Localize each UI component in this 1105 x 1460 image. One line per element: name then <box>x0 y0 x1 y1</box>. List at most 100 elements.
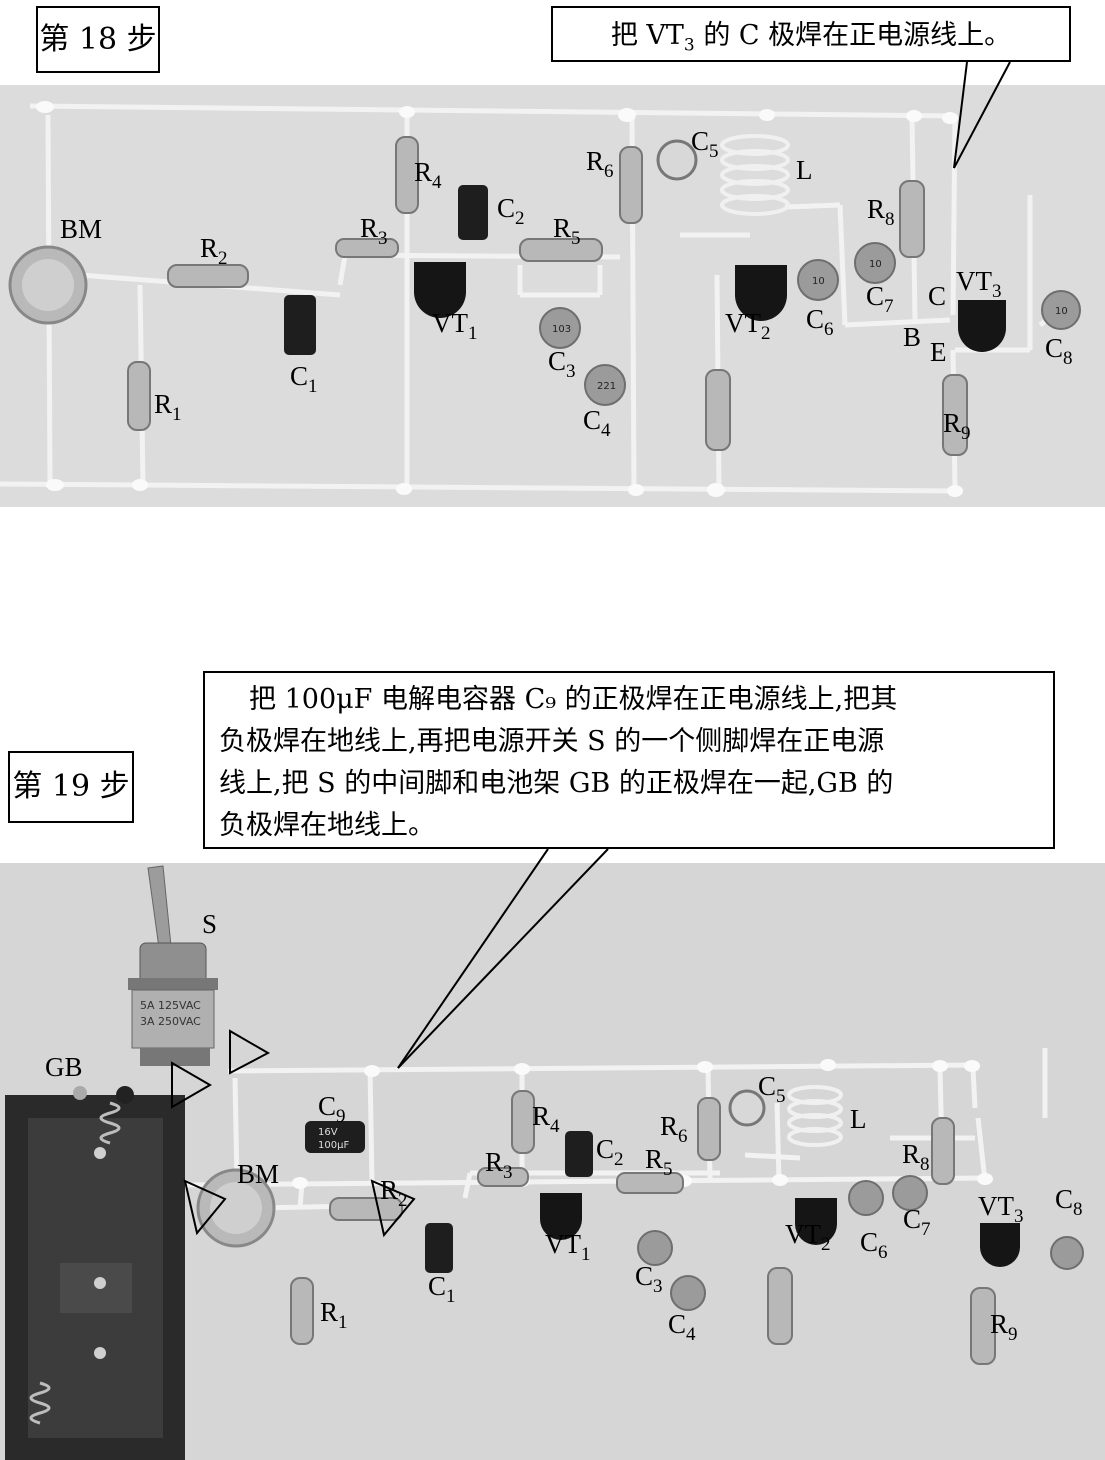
transistors <box>540 1193 1020 1267</box>
resistors <box>127 136 968 456</box>
svg-text:R9: R9 <box>943 408 971 444</box>
svg-text:R5: R5 <box>553 213 581 249</box>
label-c5: C <box>758 1071 776 1101</box>
label-vt1: VT <box>545 1229 581 1259</box>
label-bm: BM <box>237 1159 279 1189</box>
svg-text:C1: C1 <box>428 1271 456 1307</box>
step19-instruction-box: 把 100μF 电解电容器 C₉ 的正极焊在正电源线上,把其 负极焊在地线上,再… <box>203 671 1055 849</box>
svg-text:C9: C9 <box>318 1091 346 1127</box>
label-vt1: VT <box>432 308 468 338</box>
c6-code: 10 <box>812 276 825 287</box>
svg-text:C2: C2 <box>497 193 525 229</box>
svg-text:C2: C2 <box>596 1134 624 1170</box>
svg-text:C5: C5 <box>691 126 719 162</box>
coil-l <box>720 134 790 216</box>
svg-text:R8: R8 <box>867 194 895 230</box>
switch-rating-1: 5A 125VAC <box>140 999 201 1012</box>
svg-text:VT1: VT1 <box>432 308 478 344</box>
label-r5: R <box>645 1144 663 1174</box>
svg-text:R1: R1 <box>320 1297 348 1333</box>
ceramic-capacitors <box>539 242 1081 406</box>
resistors <box>290 1090 996 1365</box>
c7-code: 10 <box>869 259 882 270</box>
step18-instruction: 把 VT3 的 C 极焊在正电源线上。 <box>610 19 1012 56</box>
step19-title-box: 第 19 步 <box>8 751 134 823</box>
ceramic-capacitors <box>637 1175 1084 1311</box>
svg-text:C8: C8 <box>1045 333 1073 369</box>
label-b-pin: B <box>903 322 921 352</box>
label-r2: R <box>200 233 218 263</box>
step18-instruction-box: 把 VT3 的 C 极焊在正电源线上。 <box>551 6 1071 62</box>
switch-rating-2: 3A 250VAC <box>140 1015 201 1028</box>
label-c2: C <box>596 1134 614 1164</box>
c5-trimmer <box>656 139 698 181</box>
svg-text:C5: C5 <box>758 1071 786 1107</box>
label-r8: R <box>902 1139 920 1169</box>
label-r6: R <box>660 1111 678 1141</box>
svg-text:R6: R6 <box>586 146 614 182</box>
label-c1: C <box>290 361 308 391</box>
svg-text:VT1: VT1 <box>545 1229 591 1265</box>
svg-text:R6: R6 <box>660 1111 688 1147</box>
label-c1: C <box>428 1271 446 1301</box>
step18-photo: 103 221 10 10 10 BM R1 R2 C1 R3 R4 C2 VT… <box>0 85 1105 507</box>
step19-title: 第 19 步 <box>12 769 130 804</box>
label-r9: R <box>990 1309 1008 1339</box>
label-c6: C <box>806 304 824 334</box>
svg-text:C7: C7 <box>866 281 894 317</box>
svg-text:R3: R3 <box>485 1147 513 1183</box>
label-r1: R <box>154 389 172 419</box>
svg-text:C1: C1 <box>290 361 318 397</box>
step18-title-box: 第 18 步 <box>36 6 160 73</box>
step19-pointer <box>397 848 609 1069</box>
label-c2: C <box>497 193 515 223</box>
label-l: L <box>850 1104 867 1134</box>
svg-text:VT2: VT2 <box>725 308 771 344</box>
c5-trimmer <box>728 1089 766 1127</box>
label-c3: C <box>635 1261 653 1291</box>
electrolytic-capacitors <box>284 185 488 355</box>
step19-labels: S GB BM C9 R1 R2 C1 R3 R4 C2 VT1 R5 C3 R… <box>45 909 1083 1345</box>
label-r3: R <box>360 213 378 243</box>
label-c6: C <box>860 1227 878 1257</box>
step18-pointer <box>953 61 1011 169</box>
step18-labels: BM R1 R2 C1 R3 R4 C2 VT1 R5 C3 R6 C4 C5 … <box>60 126 1073 444</box>
label-l: L <box>796 155 813 185</box>
svg-text:R3: R3 <box>360 213 388 249</box>
svg-text:R4: R4 <box>414 157 442 193</box>
label-vt3: VT <box>978 1191 1014 1221</box>
label-c7: C <box>903 1204 921 1234</box>
label-c-pin: C <box>928 281 946 311</box>
label-bm: BM <box>60 214 102 244</box>
c4-code: 221 <box>597 381 616 392</box>
svg-text:R2: R2 <box>200 233 228 269</box>
step19-photo: 5A 125VAC 3A 250VAC 16V 100μF <box>0 863 1105 1460</box>
label-r6: R <box>586 146 604 176</box>
svg-text:R1: R1 <box>154 389 182 425</box>
svg-text:R4: R4 <box>532 1101 560 1137</box>
step18-title: 第 18 步 <box>39 21 157 57</box>
label-c3: C <box>548 346 566 376</box>
svg-text:VT3: VT3 <box>978 1191 1024 1227</box>
label-c9: C <box>318 1091 336 1121</box>
svg-text:C3: C3 <box>548 346 576 382</box>
label-vt2: VT <box>725 308 761 338</box>
svg-text:C3: C3 <box>635 1261 663 1297</box>
toggle-switch-s: 5A 125VAC 3A 250VAC <box>128 865 218 1066</box>
svg-text:C4: C4 <box>583 405 611 441</box>
label-gb: GB <box>45 1052 83 1082</box>
label-c4: C <box>668 1309 686 1339</box>
c8-code: 10 <box>1055 306 1068 317</box>
svg-text:R8: R8 <box>902 1139 930 1175</box>
label-r1: R <box>320 1297 338 1327</box>
electrolytic-capacitors <box>425 1131 593 1273</box>
svg-text:VT2: VT2 <box>785 1219 831 1255</box>
svg-text:C6: C6 <box>860 1227 888 1263</box>
solder-joints <box>36 101 963 497</box>
label-c8: C <box>1045 333 1063 363</box>
label-c5: C <box>691 126 709 156</box>
label-c8: C <box>1055 1184 1073 1214</box>
svg-text:R5: R5 <box>645 1144 673 1180</box>
label-r5: R <box>553 213 571 243</box>
label-r2: R <box>380 1175 398 1205</box>
